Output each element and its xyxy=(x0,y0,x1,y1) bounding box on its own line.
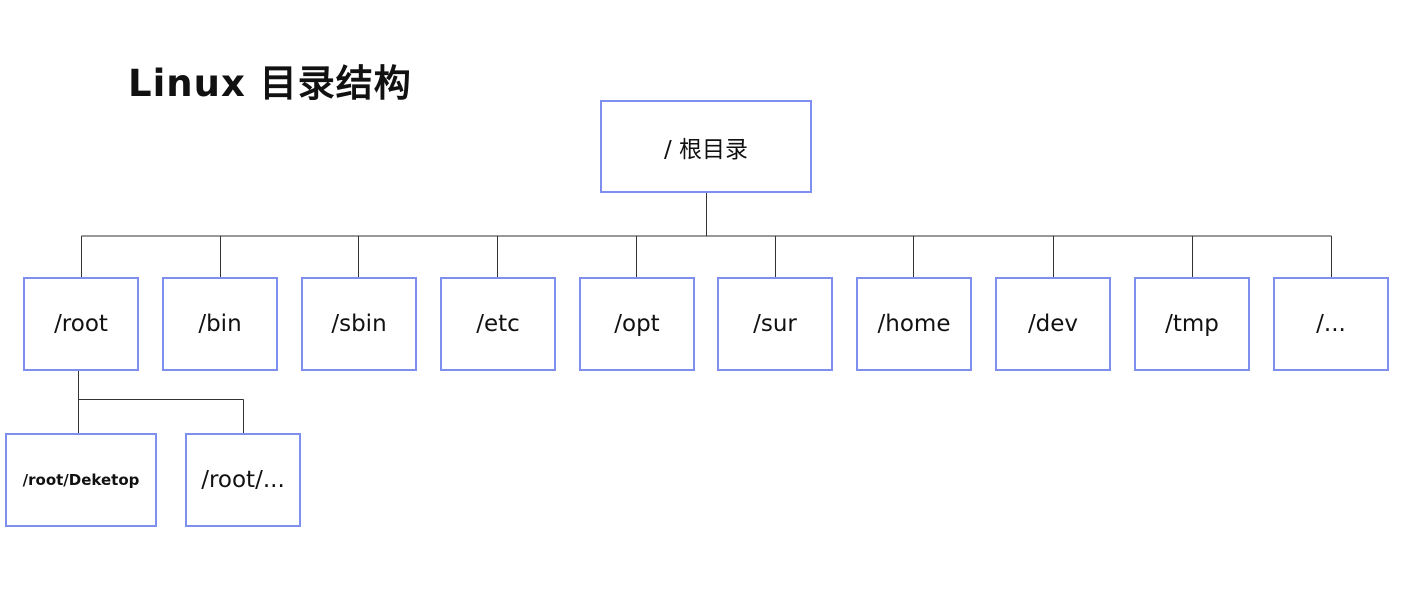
node-label: / 根目录 xyxy=(663,136,749,163)
node-label: /opt xyxy=(614,311,660,337)
node-opt: /opt xyxy=(579,277,695,371)
node-label: /sbin xyxy=(331,311,387,337)
node-sbin: /sbin xyxy=(301,277,417,371)
node-label: /home xyxy=(877,311,951,337)
node-root-directory: / 根目录 xyxy=(600,100,812,193)
node-label: /... xyxy=(1316,311,1346,337)
node-label: /tmp xyxy=(1165,311,1219,337)
node-label: /sur xyxy=(753,311,797,337)
node-root-more: /root/... xyxy=(185,433,301,527)
node-dev: /dev xyxy=(995,277,1111,371)
node-root-desktop: /root/Deketop xyxy=(5,433,157,527)
node-root: /root xyxy=(23,277,139,371)
node-label: /root/Deketop xyxy=(22,471,140,489)
node-label: /dev xyxy=(1027,311,1079,337)
node-etc: /etc xyxy=(440,277,556,371)
node-tmp: /tmp xyxy=(1134,277,1250,371)
diagram-title: Linux 目录结构 xyxy=(128,62,412,105)
node-sur: /sur xyxy=(717,277,833,371)
node-home: /home xyxy=(856,277,972,371)
node-label: /etc xyxy=(476,311,520,337)
node-more: /... xyxy=(1273,277,1389,371)
node-label: /bin xyxy=(198,311,242,337)
node-label: /root xyxy=(54,311,108,337)
node-label: /root/... xyxy=(201,467,285,493)
node-bin: /bin xyxy=(162,277,278,371)
